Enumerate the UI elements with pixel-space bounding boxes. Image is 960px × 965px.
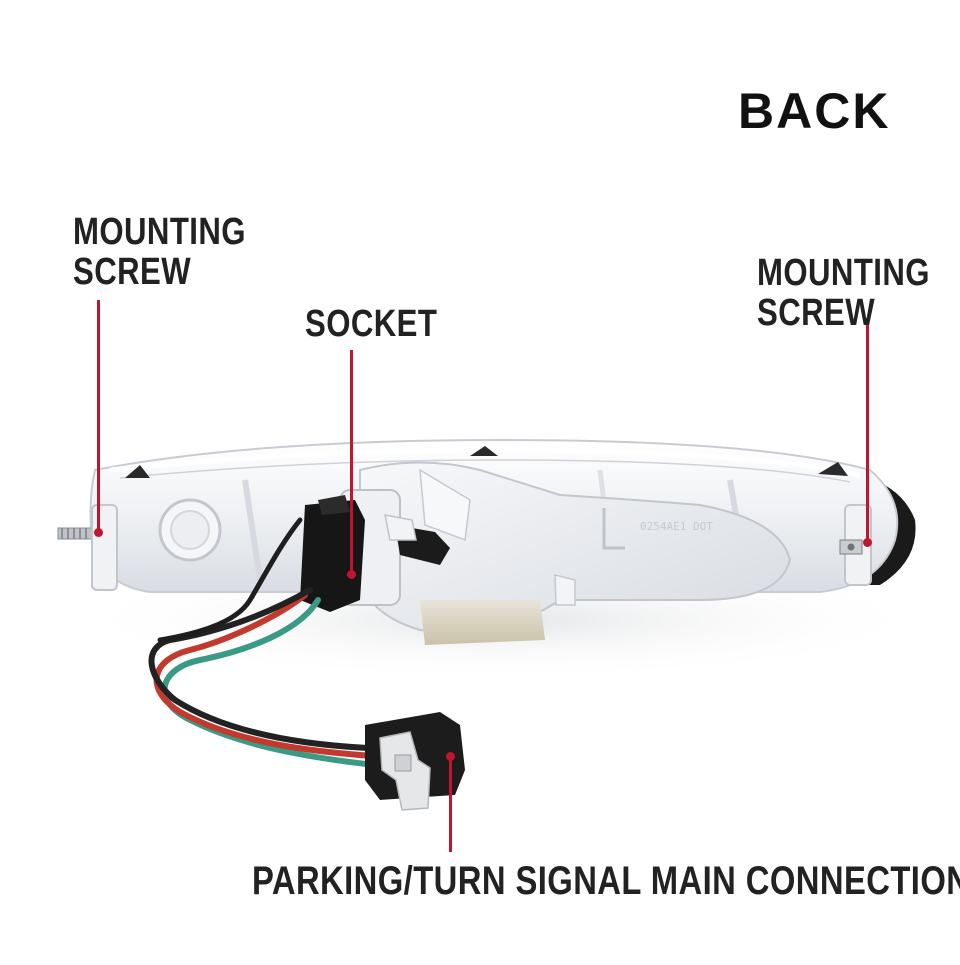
housing-rim bbox=[109, 447, 861, 478]
view-title: BACK bbox=[738, 83, 891, 139]
socket bbox=[300, 500, 365, 612]
right-mounting-screw bbox=[839, 504, 872, 586]
left-mounting-screw bbox=[57, 504, 118, 591]
callout-main-connection: PARKING/TURN SIGNAL MAIN CONNECTION bbox=[252, 859, 960, 903]
leader-line-main-connection bbox=[449, 755, 452, 852]
leader-dot-main-connection bbox=[446, 752, 455, 761]
main-connector bbox=[365, 712, 465, 811]
leader-line-right-screw bbox=[866, 318, 869, 543]
reflector-block bbox=[420, 600, 545, 645]
callout-left-line2: SCREW bbox=[73, 250, 192, 293]
leader-dot-left-screw bbox=[94, 528, 103, 537]
lens-edge bbox=[830, 470, 916, 585]
callout-right-line2: SCREW bbox=[757, 291, 876, 334]
leader-dot-socket bbox=[347, 570, 356, 579]
wire-harness bbox=[148, 517, 378, 768]
callout-right-mounting-screw: MOUNTING SCREW bbox=[757, 252, 930, 334]
leader-line-socket bbox=[350, 350, 353, 575]
leader-line-left-screw bbox=[97, 300, 100, 532]
leader-dot-right-screw bbox=[863, 538, 872, 547]
callout-right-line1: MOUNTING bbox=[757, 252, 930, 294]
callout-left-mounting-screw: MOUNTING SCREW bbox=[73, 211, 246, 293]
callout-socket: SOCKET bbox=[305, 303, 438, 345]
svg-text:0254AE1 DOT: 0254AE1 DOT bbox=[640, 520, 713, 533]
callout-left-line1: MOUNTING bbox=[73, 211, 246, 253]
